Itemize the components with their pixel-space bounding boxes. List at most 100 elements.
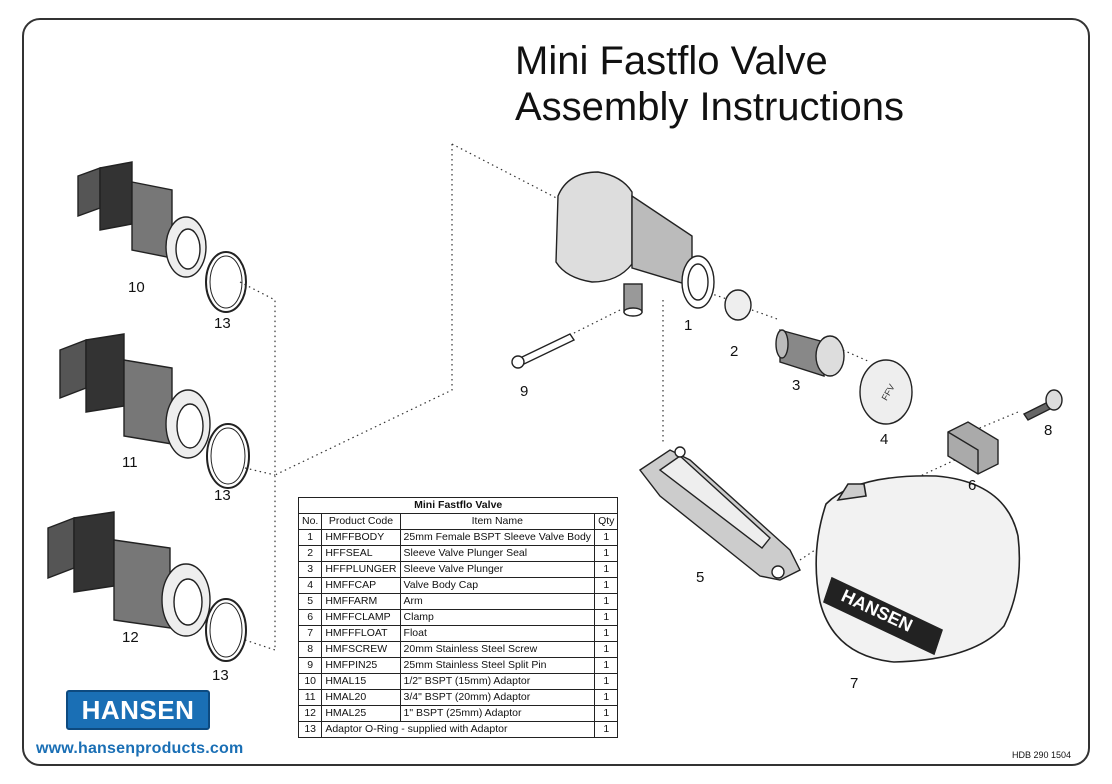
- o-ring-middle: [206, 423, 250, 489]
- cell-qty: 1: [594, 577, 619, 594]
- valve-body-cap-part: FFV: [859, 359, 913, 425]
- table-row-13: 13 Adaptor O-Ring - supplied with Adapto…: [297, 721, 619, 738]
- cell-item-name: Float: [399, 625, 596, 642]
- clamp-part: [947, 421, 999, 475]
- cell-product-code: HFFPLUNGER: [321, 561, 401, 578]
- screw-part: [1022, 389, 1063, 421]
- float-part: HANSEN: [815, 475, 1021, 663]
- header-no: No.: [297, 513, 323, 530]
- cell-qty: 1: [594, 609, 619, 626]
- cell-no: 7: [297, 625, 323, 642]
- cell-product-code: HFFSEAL: [321, 545, 401, 562]
- header-product-code: Product Code: [321, 513, 401, 530]
- cell-product-code: HMAL20: [321, 689, 401, 706]
- cell-qty: 1: [594, 721, 619, 738]
- cell-qty: 1: [594, 545, 619, 562]
- cell-qty: 1: [594, 641, 619, 658]
- callout-1: 1: [684, 317, 692, 334]
- callout-7: 7: [850, 675, 858, 692]
- document-code: HDB 290 1504: [1012, 750, 1072, 760]
- cell-product-code: HMFSCREW: [321, 641, 401, 658]
- plunger-part: [775, 329, 845, 377]
- adaptor-12-part: [47, 511, 211, 637]
- cell-qty: 1: [594, 593, 619, 610]
- cell-qty: 1: [594, 561, 619, 578]
- adaptor-10-part: [77, 161, 207, 278]
- cell-no: 2: [297, 545, 323, 562]
- guide-line-plunger-cap: [842, 349, 871, 363]
- title-line-1: Mini Fastflo Valve: [515, 39, 828, 83]
- page-frame: [22, 18, 1090, 766]
- cell-no: 13: [297, 721, 323, 738]
- parts-table-caption: Mini Fastflo Valve: [297, 497, 619, 514]
- parts-table: Mini Fastflo Valve No. Product Code Item…: [297, 497, 619, 738]
- cell-no: 9: [297, 657, 323, 674]
- callout-2: 2: [730, 343, 738, 360]
- cell-no: 8: [297, 641, 323, 658]
- cell-product-code: HMFFCLAMP: [321, 609, 401, 626]
- cell-product-code: HMFFARM: [321, 593, 401, 610]
- cell-product-code: HMAL25: [321, 705, 401, 722]
- header-qty: Qty: [594, 513, 619, 530]
- callout-3: 3: [792, 377, 800, 394]
- cell-item-name: 25mm Stainless Steel Split Pin: [399, 657, 596, 674]
- cell-item-name: 1" BSPT (25mm) Adaptor: [399, 705, 596, 722]
- cell-product-code: HMFFCAP: [321, 577, 401, 594]
- header-item-name: Item Name: [399, 513, 596, 530]
- cell-no: 10: [297, 673, 323, 690]
- cell-item-name: 3/4" BSPT (20mm) Adaptor: [399, 689, 596, 706]
- cell-product-code: HMFFFLOAT: [321, 625, 401, 642]
- callout-6: 6: [968, 477, 976, 494]
- cell-no: 4: [297, 577, 323, 594]
- cell-item-name: Sleeve Valve Plunger: [399, 561, 596, 578]
- cell-no: 3: [297, 561, 323, 578]
- cell-item-name: Sleeve Valve Plunger Seal: [399, 545, 596, 562]
- cell-product-code: HMAL15: [321, 673, 401, 690]
- cell-qty: 1: [594, 705, 619, 722]
- cell-no: 1: [297, 529, 323, 546]
- guide-line-clamp-float: [889, 459, 956, 491]
- cell-qty: 1: [594, 689, 619, 706]
- logo-text: HANSEN: [81, 694, 195, 725]
- hansen-logo: HANSEN: [66, 690, 210, 730]
- callout-13-upper: 13: [214, 315, 231, 332]
- callout-5: 5: [696, 569, 704, 586]
- callout-13-middle: 13: [214, 487, 231, 504]
- cell-item-name: 1/2" BSPT (15mm) Adaptor: [399, 673, 596, 690]
- cell-qty: 1: [594, 625, 619, 642]
- callout-11: 11: [122, 454, 138, 471]
- cell-qty: 1: [594, 657, 619, 674]
- cell-qty: 1: [594, 529, 619, 546]
- website-url[interactable]: www.hansenproducts.com: [36, 740, 244, 757]
- guide-line-top: [451, 143, 571, 206]
- cell-qty: 1: [594, 673, 619, 690]
- title-line-2: Assembly Instructions: [515, 85, 905, 129]
- callout-10: 10: [128, 279, 145, 296]
- callout-13-lower: 13: [212, 667, 229, 684]
- valve-body-part: [555, 171, 715, 317]
- cell-product-code: HMFPIN25: [321, 657, 401, 674]
- guide-line-left: [274, 144, 453, 476]
- callout-labels: 1 2 3 4 5 6 7 8 9 10 11 12 13 13 13: [122, 279, 1052, 692]
- cell-item-name: Valve Body Cap: [399, 577, 596, 594]
- cell-no: 6: [297, 609, 323, 626]
- guide-line-oring-11: [244, 467, 276, 476]
- guide-line-seal-plunger: [751, 309, 781, 321]
- plunger-seal-part: [724, 289, 752, 321]
- cell-item-name: Clamp: [399, 609, 596, 626]
- cell-no: 11: [297, 689, 323, 706]
- guide-line-oring-12: [244, 639, 276, 651]
- cell-no: 5: [297, 593, 323, 610]
